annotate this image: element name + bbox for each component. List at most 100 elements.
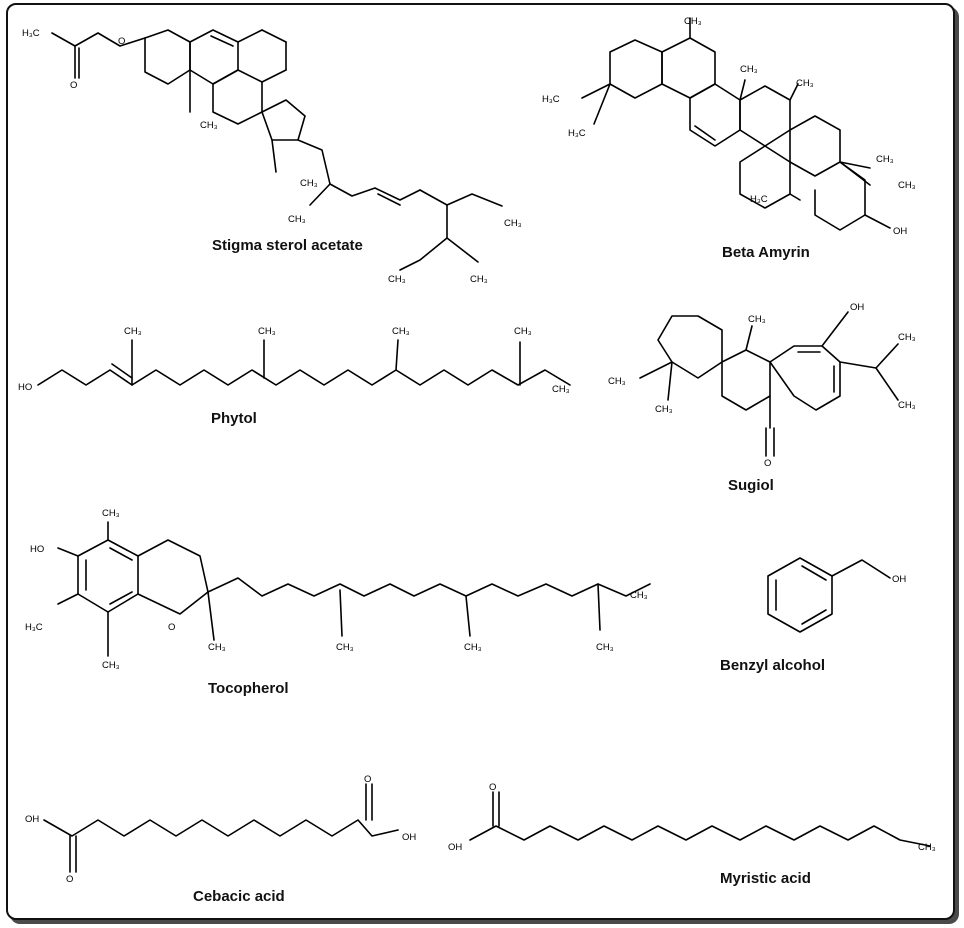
figure-frame bbox=[6, 3, 955, 920]
atom-ch3: CH₃ bbox=[898, 332, 916, 343]
atom-o: O bbox=[764, 458, 771, 469]
bond bbox=[261, 69, 287, 83]
bond bbox=[875, 367, 899, 401]
bond bbox=[801, 565, 827, 581]
atom-ch3: CH₃ bbox=[655, 404, 673, 415]
atom-oh: OH bbox=[893, 226, 907, 237]
atom-h3c: H₃C bbox=[750, 194, 768, 205]
bond bbox=[309, 183, 331, 206]
atom-ch3: CH₃ bbox=[300, 178, 318, 189]
atom-ch3: CH₃ bbox=[504, 218, 522, 229]
bond bbox=[109, 547, 133, 561]
atom-oh: OH bbox=[402, 832, 416, 843]
bond bbox=[597, 583, 601, 631]
atom-ho: HO bbox=[18, 382, 32, 393]
compound-name-phytol: Phytol bbox=[211, 410, 257, 427]
bond bbox=[593, 83, 611, 125]
atom-oh: OH bbox=[448, 842, 462, 853]
bond bbox=[739, 79, 746, 101]
bond bbox=[137, 539, 209, 615]
atom-h3c: H₃C bbox=[542, 94, 560, 105]
ring-e bbox=[609, 39, 663, 99]
bond bbox=[237, 29, 263, 43]
compound-name-cebacic-acid: Cebacic acid bbox=[193, 888, 285, 905]
compound-name-myristic-acid: Myristic acid bbox=[720, 870, 811, 887]
atom-ch3: CH₃ bbox=[470, 274, 488, 285]
atom-ch3: CH₃ bbox=[102, 660, 120, 671]
tocopherol-structure: CH₃ HO H₃C O CH₃ CH₃ CH₃ CH₃ CH₃ CH₃ bbox=[25, 508, 651, 671]
bond bbox=[789, 83, 799, 101]
atom-ch3: CH₃ bbox=[608, 376, 626, 387]
atom-ch3: CH₃ bbox=[288, 214, 306, 225]
bond bbox=[789, 193, 801, 201]
atom-ch3: CH₃ bbox=[748, 314, 766, 325]
ring-a bbox=[144, 29, 191, 85]
compound-name-sugiol: Sugiol bbox=[728, 477, 774, 494]
bond bbox=[111, 363, 133, 379]
atom-o: O bbox=[364, 774, 371, 785]
sugiol-structure: OH CH₃ CH₃ CH₃ CH₃ CH₃ O bbox=[608, 302, 916, 469]
bond bbox=[446, 237, 479, 263]
bond bbox=[57, 547, 79, 557]
ring-a bbox=[789, 115, 841, 177]
compound-name-tocopherol: Tocopherol bbox=[208, 680, 289, 697]
atom-ch3: CH₃ bbox=[124, 326, 142, 337]
atom-ch3: CH₃ bbox=[918, 842, 936, 853]
benzyl-alcohol-structure: OH bbox=[767, 557, 906, 633]
benzene-ring bbox=[767, 557, 833, 633]
atom-ch3: CH₃ bbox=[200, 120, 218, 131]
atom-ch3: CH₃ bbox=[898, 180, 916, 191]
ring-c bbox=[769, 345, 841, 411]
bond bbox=[839, 161, 871, 169]
bond bbox=[261, 29, 287, 43]
atom-ch3: CH₃ bbox=[336, 642, 354, 653]
atom-ch3: CH₃ bbox=[208, 642, 226, 653]
atom-oh: OH bbox=[25, 814, 39, 825]
bond bbox=[694, 125, 716, 141]
ring-d bbox=[261, 99, 306, 141]
atom-oh: OH bbox=[892, 574, 906, 585]
bond bbox=[395, 339, 399, 371]
bond bbox=[399, 204, 448, 271]
bond bbox=[801, 609, 827, 625]
atom-ch3: CH₃ bbox=[552, 384, 570, 395]
bond bbox=[37, 369, 571, 386]
atom-oh: OH bbox=[850, 302, 864, 313]
aromatic-ring bbox=[77, 539, 139, 613]
compound-name-beta-amyrin: Beta Amyrin bbox=[722, 244, 810, 261]
atom-ch3: CH₃ bbox=[392, 326, 410, 337]
atom-ch3: CH₃ bbox=[102, 508, 120, 519]
atom-o: O bbox=[118, 36, 125, 47]
bond bbox=[839, 343, 899, 369]
atom-o: O bbox=[168, 622, 175, 633]
myristic-acid-structure: O OH CH₃ bbox=[448, 782, 936, 853]
compound-name-benzyl-alcohol: Benzyl alcohol bbox=[720, 657, 826, 674]
atom-ch3: CH₃ bbox=[630, 590, 648, 601]
atom-h3c: H₃C bbox=[22, 28, 40, 39]
ring-b bbox=[739, 85, 791, 147]
bond bbox=[821, 311, 849, 347]
bond bbox=[864, 214, 891, 229]
atom-ch3: CH₃ bbox=[514, 326, 532, 337]
bond bbox=[667, 361, 673, 401]
bond bbox=[207, 577, 651, 597]
bond bbox=[465, 595, 471, 637]
bond bbox=[419, 189, 503, 207]
atom-ch3: CH₃ bbox=[740, 64, 758, 75]
bond bbox=[639, 361, 673, 379]
bond bbox=[814, 161, 866, 231]
bond bbox=[51, 32, 146, 47]
bond bbox=[109, 591, 133, 605]
atom-h3c: H₃C bbox=[25, 622, 43, 633]
bond bbox=[339, 589, 343, 637]
atom-ch3: CH₃ bbox=[464, 642, 482, 653]
atom-ch3: CH₃ bbox=[876, 154, 894, 165]
beta-amyrin-structure: CH₃ CH₃ CH₃ H₃C H₃C CH₃ CH₃ H₃C OH bbox=[542, 16, 916, 237]
atom-ch3: CH₃ bbox=[596, 642, 614, 653]
ring-c bbox=[212, 69, 263, 125]
bond bbox=[745, 325, 753, 351]
cebacic-acid-structure: OH O O OH bbox=[25, 774, 416, 885]
bond bbox=[271, 139, 277, 173]
atom-ho: HO bbox=[30, 544, 44, 555]
